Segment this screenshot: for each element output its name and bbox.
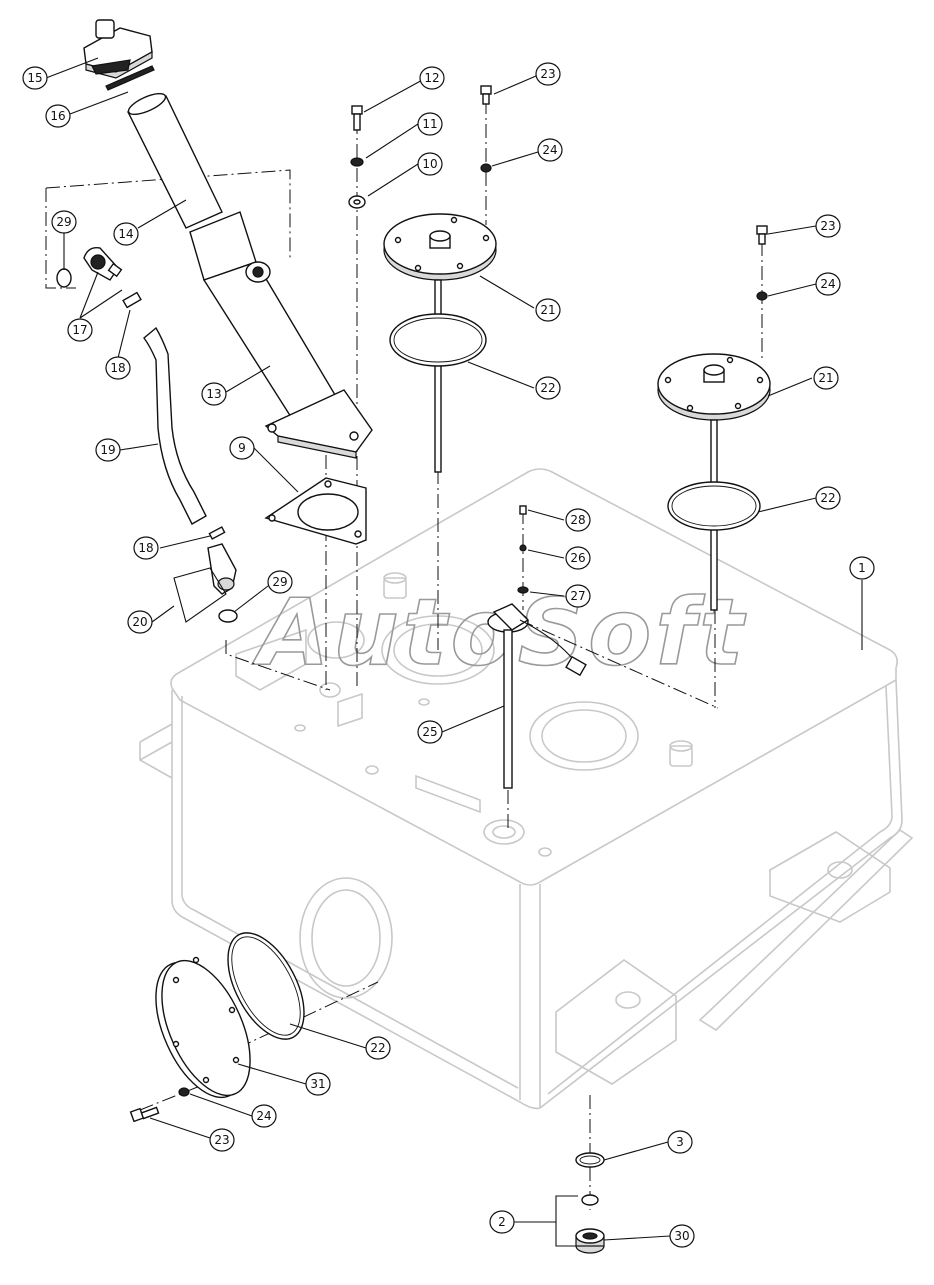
level-sensor bbox=[487, 505, 587, 789]
hose-fitting-lower bbox=[208, 526, 226, 540]
callout-12: 12 bbox=[419, 66, 445, 90]
svg-text:1: 1 bbox=[858, 561, 866, 575]
spring-washer bbox=[350, 157, 364, 167]
svg-text:14: 14 bbox=[118, 227, 133, 241]
callout-24-right: 24 bbox=[815, 272, 841, 296]
callout-14: 14 bbox=[113, 222, 139, 246]
callout-21-left: 21 bbox=[535, 298, 561, 322]
callout-22-right: 22 bbox=[815, 486, 841, 510]
callout-24-left: 24 bbox=[537, 138, 563, 162]
drain-magnet bbox=[581, 1194, 599, 1206]
callout-group: 15 16 14 29 17 18 19 13 12 11 10 9 18 20… bbox=[22, 62, 875, 1248]
svg-text:28: 28 bbox=[570, 513, 585, 527]
svg-text:18: 18 bbox=[110, 361, 125, 375]
callout-26: 26 bbox=[565, 546, 591, 570]
callout-22-lower: 22 bbox=[365, 1036, 391, 1060]
callout-22-left: 22 bbox=[535, 376, 561, 400]
filler-pipe bbox=[127, 92, 223, 229]
svg-text:22: 22 bbox=[820, 491, 835, 505]
callout-24-lower: 24 bbox=[251, 1104, 277, 1128]
callout-31: 31 bbox=[305, 1072, 331, 1096]
svg-text:24: 24 bbox=[820, 277, 835, 291]
flange-bolt bbox=[351, 105, 363, 131]
callout-30: 30 bbox=[669, 1224, 695, 1248]
svg-text:16: 16 bbox=[50, 109, 65, 123]
drain-plug bbox=[575, 1228, 605, 1254]
cover-bolt bbox=[129, 1106, 160, 1123]
filler-cap-seal bbox=[105, 65, 155, 91]
callout-23-lower: 23 bbox=[209, 1128, 235, 1152]
callout-23-left: 23 bbox=[535, 62, 561, 86]
svg-text:29: 29 bbox=[272, 575, 287, 589]
callout-3: 3 bbox=[667, 1130, 693, 1154]
svg-text:24: 24 bbox=[256, 1109, 271, 1123]
filler-cap bbox=[83, 19, 153, 79]
svg-text:12: 12 bbox=[424, 71, 439, 85]
callout-29-upper: 29 bbox=[51, 210, 77, 234]
svg-text:13: 13 bbox=[206, 387, 221, 401]
svg-text:2: 2 bbox=[498, 1215, 506, 1229]
cover-gasket bbox=[227, 932, 305, 1040]
svg-text:18: 18 bbox=[138, 541, 153, 555]
callout-23-right: 23 bbox=[815, 214, 841, 238]
flat-washer bbox=[348, 195, 366, 209]
svg-text:25: 25 bbox=[422, 725, 437, 739]
callout-29-lower: 29 bbox=[267, 570, 293, 594]
callout-27: 27 bbox=[565, 584, 591, 608]
callout-2: 2 bbox=[489, 1210, 515, 1234]
svg-text:17: 17 bbox=[72, 323, 87, 337]
svg-text:30: 30 bbox=[674, 1229, 689, 1243]
callout-11: 11 bbox=[417, 112, 443, 136]
filler-neck-flange bbox=[264, 389, 373, 459]
svg-text:15: 15 bbox=[27, 71, 42, 85]
svg-text:31: 31 bbox=[310, 1077, 325, 1091]
svg-text:23: 23 bbox=[540, 67, 555, 81]
callout-18-lower: 18 bbox=[133, 536, 159, 560]
callout-9: 9 bbox=[229, 436, 255, 460]
hose-fitting-upper bbox=[122, 291, 142, 309]
callout-20: 20 bbox=[127, 610, 153, 634]
svg-text:26: 26 bbox=[570, 551, 585, 565]
callout-17: 17 bbox=[67, 318, 93, 342]
vent-elbow bbox=[83, 247, 123, 281]
callout-18-upper: 18 bbox=[105, 356, 131, 380]
callout-leader-lines bbox=[45, 57, 863, 1247]
svg-text:27: 27 bbox=[570, 589, 585, 603]
o-ring-seal-upper bbox=[56, 268, 72, 288]
svg-text:23: 23 bbox=[214, 1133, 229, 1147]
svg-text:20: 20 bbox=[132, 615, 147, 629]
svg-text:24: 24 bbox=[542, 143, 557, 157]
callout-15: 15 bbox=[22, 66, 48, 90]
svg-text:22: 22 bbox=[370, 1041, 385, 1055]
svg-text:29: 29 bbox=[56, 215, 71, 229]
inspection-cover bbox=[155, 956, 251, 1099]
svg-text:19: 19 bbox=[100, 443, 115, 457]
svg-text:22: 22 bbox=[540, 381, 555, 395]
callout-21-right: 21 bbox=[813, 366, 839, 390]
svg-text:21: 21 bbox=[818, 371, 833, 385]
o-ring-seal-lower bbox=[218, 609, 238, 623]
callout-28: 28 bbox=[565, 508, 591, 532]
cover-washer bbox=[178, 1087, 190, 1097]
flange-gasket bbox=[264, 477, 367, 545]
level-sender-plate-left bbox=[383, 85, 497, 473]
callout-25: 25 bbox=[417, 720, 443, 744]
callout-13: 13 bbox=[201, 382, 227, 406]
svg-text:3: 3 bbox=[676, 1135, 684, 1149]
elbow-group-bracket bbox=[173, 567, 227, 623]
svg-text:23: 23 bbox=[820, 219, 835, 233]
autosoft-watermark: AutoSoft bbox=[252, 579, 747, 686]
callout-16: 16 bbox=[45, 104, 71, 128]
vent-hose bbox=[143, 326, 207, 525]
svg-text:21: 21 bbox=[540, 303, 555, 317]
svg-text:11: 11 bbox=[422, 117, 437, 131]
callout-1: 1 bbox=[849, 556, 875, 580]
svg-text:10: 10 bbox=[422, 157, 437, 171]
callout-10: 10 bbox=[417, 152, 443, 176]
svg-text:9: 9 bbox=[238, 441, 246, 455]
callout-19: 19 bbox=[95, 438, 121, 462]
assembly-center-lines bbox=[45, 100, 763, 1210]
